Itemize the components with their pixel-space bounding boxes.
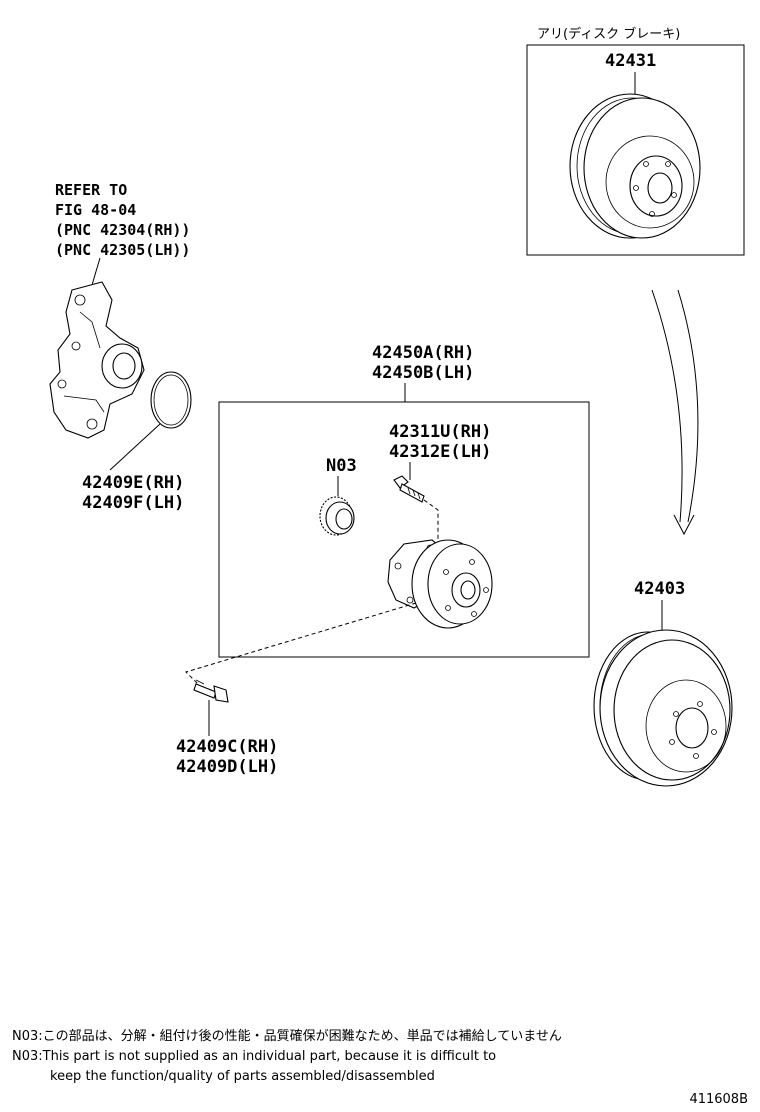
refer-line-4: (PNC 42305(LH))	[55, 241, 190, 259]
hub-part-lh[interactable]: 42450B(LH)	[372, 363, 474, 383]
disc-rotor-group: アリ(ディスク ブレーキ) 42431	[526, 26, 745, 256]
steering-knuckle-icon	[49, 281, 145, 439]
hub-part-rh[interactable]: 42450A(RH)	[372, 343, 474, 363]
hub-bolt-part-rh[interactable]: 42311U(RH)	[389, 422, 491, 442]
mount-bolt-dashed-path	[185, 602, 417, 685]
disc-box-frame	[526, 44, 745, 256]
mount-bolt-part-rh[interactable]: 42409C(RH)	[176, 737, 278, 757]
hub-bolt-dashed-path	[423, 499, 439, 548]
refer-line-1: REFER TO	[55, 181, 127, 199]
sensor-rotor-icon	[319, 496, 355, 536]
o-ring-part-rh[interactable]: 42409E(RH)	[82, 473, 184, 493]
refer-line-3: (PNC 42304(RH))	[55, 221, 190, 239]
replacement-arrow	[651, 289, 699, 536]
hub-box-frame	[218, 401, 590, 658]
knuckle-leader-line	[91, 257, 101, 286]
hub-bolt-icon	[393, 475, 425, 503]
note-english-2: keep the function/quality of parts assem…	[50, 1069, 435, 1084]
brake-drum-icon	[593, 629, 733, 787]
o-ring-part-lh[interactable]: 42409F(LH)	[82, 493, 184, 513]
hub-bearing-icon	[387, 539, 493, 629]
disc-box-header: アリ(ディスク ブレーキ)	[537, 26, 680, 42]
note-english-1: N03:This part is not supplied as an indi…	[12, 1049, 496, 1064]
drum-part-number[interactable]: 42403	[634, 579, 685, 599]
refer-line-2[interactable]: FIG 48-04	[55, 201, 136, 219]
refer-to-group: REFER TO FIG 48-04 (PNC 42304(RH)) (PNC …	[55, 181, 190, 286]
mount-bolt-part-lh[interactable]: 42409D(LH)	[176, 757, 278, 777]
o-ring-icon	[150, 371, 192, 429]
hub-assembly-group: 42450A(RH) 42450B(LH) 42311U(RH) 42312E(…	[185, 343, 590, 685]
disc-rotor-icon	[569, 93, 701, 239]
disc-part-number[interactable]: 42431	[605, 51, 656, 71]
o-ring-leader-line	[109, 423, 161, 471]
sensor-rotor-label[interactable]: N03	[326, 456, 357, 476]
figure-id: 411608B	[689, 1092, 748, 1107]
mount-bolt-icon	[193, 679, 229, 703]
notes-group: N03:この部品は、分解・組付け後の性能・品質確保が困難なため、単品では補給して…	[12, 1028, 562, 1084]
brake-drum-group: 42403	[593, 579, 733, 787]
note-japanese: N03:この部品は、分解・組付け後の性能・品質確保が困難なため、単品では補給して…	[12, 1028, 562, 1044]
hub-bolt-part-lh[interactable]: 42312E(LH)	[389, 442, 491, 462]
